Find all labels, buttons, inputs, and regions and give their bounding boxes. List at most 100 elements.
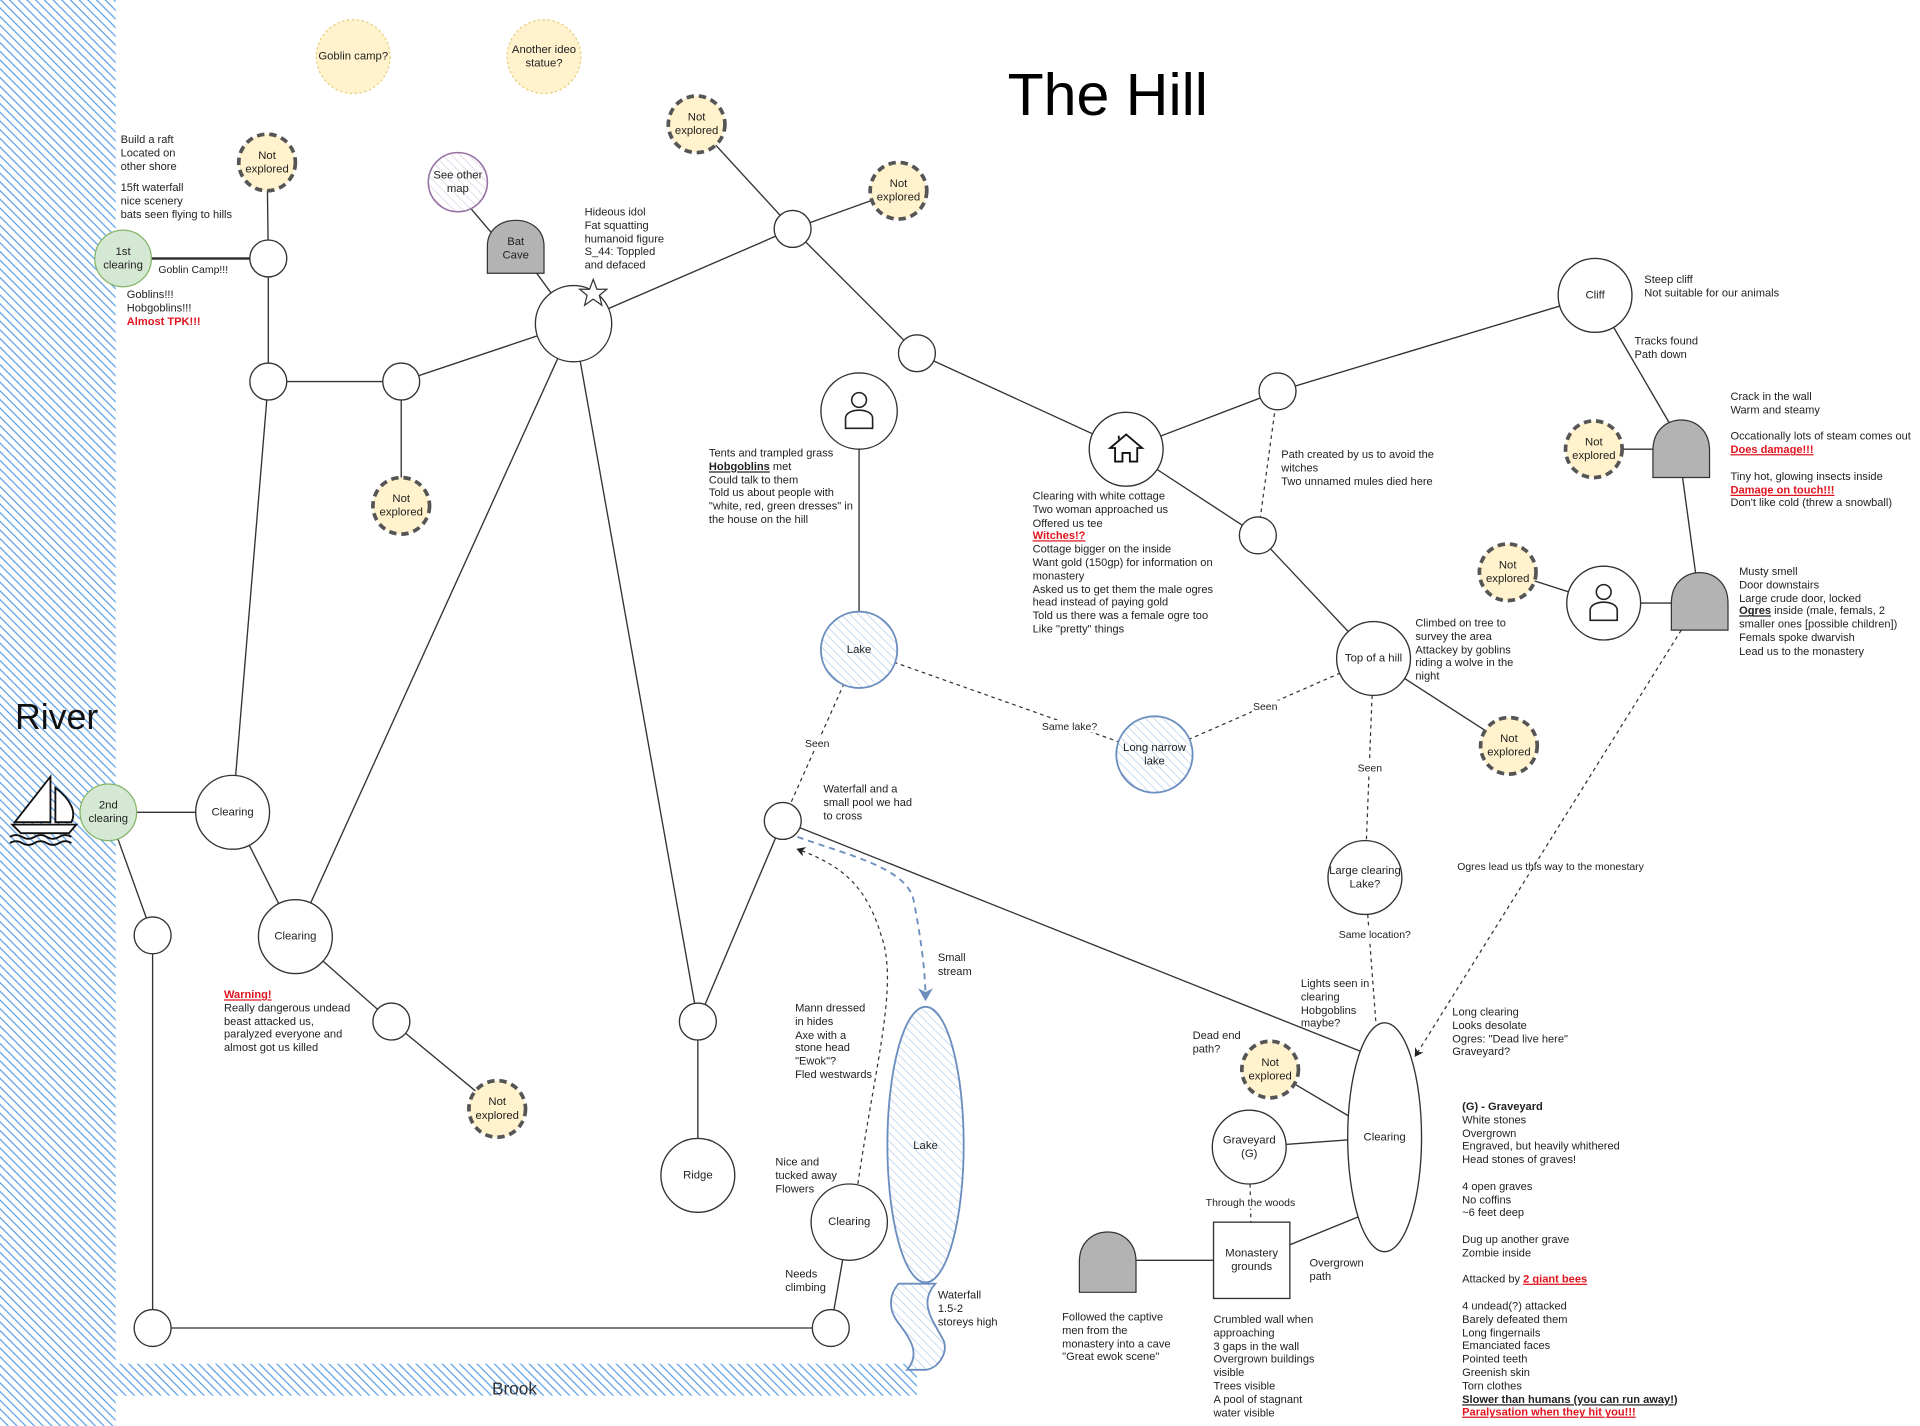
note-line: Graveyard? bbox=[1452, 1045, 1568, 1058]
note-text: path bbox=[1309, 1269, 1332, 1283]
note-line: Overgrown bbox=[1462, 1127, 1677, 1140]
note-text: small pool we had bbox=[823, 796, 913, 809]
note-line: Path created by us to avoid the bbox=[1281, 448, 1434, 461]
edge-label-seen: Seen bbox=[1356, 761, 1384, 775]
note-text: Really dangerous undead bbox=[224, 1001, 351, 1014]
note-line: beast attacked us, bbox=[224, 1015, 350, 1028]
note-line: nice scenery bbox=[121, 194, 232, 207]
speculative-nodes bbox=[315, 19, 582, 95]
note-text: Hobgoblins bbox=[1300, 1003, 1357, 1017]
note-line: riding a wolve in the bbox=[1415, 656, 1513, 669]
node-lake[interactable]: Lake bbox=[846, 643, 872, 656]
note-text: Engraved, but heavily whithered bbox=[1462, 1140, 1620, 1153]
note-line: Tracks found bbox=[1634, 335, 1698, 348]
person-icon bbox=[844, 391, 874, 430]
note-line: Paralysation when they hit you!!! bbox=[1462, 1406, 1677, 1419]
note-line: Goblins!!! bbox=[127, 288, 201, 301]
lakes bbox=[820, 610, 1194, 1371]
note-line: clearing bbox=[1301, 991, 1369, 1004]
note-line: Musty smell bbox=[1739, 565, 1897, 578]
note-text: storeys high bbox=[937, 1315, 998, 1328]
note-line: approaching bbox=[1214, 1327, 1315, 1340]
node-cliff[interactable]: Cliff bbox=[1585, 288, 1605, 301]
note-text: Cottage bigger on the inside bbox=[1032, 543, 1172, 556]
note-line: Really dangerous undead bbox=[224, 1002, 350, 1015]
note-line: Small bbox=[938, 951, 972, 964]
node-big-lake[interactable]: Lake bbox=[913, 1139, 938, 1152]
node-ridge[interactable]: Ridge bbox=[683, 1168, 713, 1181]
note-line: Crumbled wall when bbox=[1214, 1313, 1315, 1326]
note-line: Build a raft bbox=[121, 133, 177, 146]
node-clearing[interactable]: Clearing bbox=[211, 805, 254, 818]
note-text: inside (male, femals, 2 bbox=[1771, 604, 1886, 618]
note-text: Waterfall and a bbox=[823, 782, 898, 796]
note-text: nice scenery bbox=[120, 194, 183, 207]
note-line: visible bbox=[1214, 1366, 1315, 1379]
note-text: Head stones of graves! bbox=[1462, 1153, 1577, 1166]
note-line: Flowers bbox=[775, 1182, 837, 1195]
note-text: monastery into a cave bbox=[1062, 1337, 1171, 1350]
note-text: Crack in the wall bbox=[1730, 390, 1812, 403]
node-clearing[interactable]: Clearing bbox=[828, 1215, 871, 1228]
see-other-map-node[interactable] bbox=[427, 151, 489, 213]
note-line: Tents and trampled grass bbox=[709, 447, 853, 460]
note-text: 4 undead(?) attacked bbox=[1462, 1299, 1567, 1312]
note-text: monastery bbox=[1032, 569, 1085, 582]
note-text: met bbox=[769, 460, 792, 473]
note-line: "white, red, green dresses" in bbox=[709, 500, 853, 513]
note-line: Large crude door, locked bbox=[1739, 592, 1897, 605]
node-clearing[interactable]: Clearing bbox=[1363, 1130, 1406, 1143]
not-explored-nodes bbox=[236, 94, 1625, 1140]
note-emphasis: (G) - Graveyard bbox=[1462, 1100, 1543, 1113]
note-line: Door downstairs bbox=[1739, 578, 1897, 591]
note-text: paralyzed everyone and bbox=[224, 1028, 343, 1041]
note-line: Does damage!!! bbox=[1730, 443, 1910, 456]
note-line: Engraved, but heavily whithered bbox=[1462, 1140, 1677, 1153]
note-text: smaller ones [possible children]) bbox=[1739, 618, 1898, 631]
node-graveyard[interactable]: Graveyard(G) bbox=[1222, 1133, 1276, 1160]
note-line: Lead us to the monastery bbox=[1739, 645, 1897, 658]
note-line: "Great ewok scene" bbox=[1062, 1351, 1170, 1364]
note-ogres-lead: Ogres lead us this way to the monestary bbox=[1457, 860, 1644, 873]
note-goblins: Goblins!!!Hobgoblins!!!Almost TPK!!! bbox=[127, 288, 201, 328]
note-line: Two woman approached us bbox=[1033, 503, 1213, 516]
note-emphasis: Ogres bbox=[1739, 604, 1772, 618]
node-top-of-hill[interactable]: Top of a hill bbox=[1344, 651, 1403, 665]
note-line: Crack in the wall bbox=[1730, 390, 1910, 403]
note-text: Not suitable for our animals bbox=[1644, 286, 1780, 299]
note-line: head instead of paying gold bbox=[1033, 596, 1213, 609]
note-text: head instead of paying gold bbox=[1032, 596, 1169, 609]
note-text: witches bbox=[1281, 461, 1319, 474]
note-line: storeys high bbox=[938, 1315, 998, 1328]
node-clearing[interactable]: Clearing bbox=[274, 929, 317, 943]
node-goblin-camp[interactable]: Goblin camp? bbox=[318, 49, 389, 63]
note-line: Path down bbox=[1634, 348, 1698, 361]
note-alert: Paralysation when they hit you!!! bbox=[1462, 1405, 1636, 1419]
note-text: Path down bbox=[1634, 348, 1687, 361]
note-text: stone head bbox=[795, 1041, 850, 1055]
note-line: other shore bbox=[121, 160, 177, 173]
